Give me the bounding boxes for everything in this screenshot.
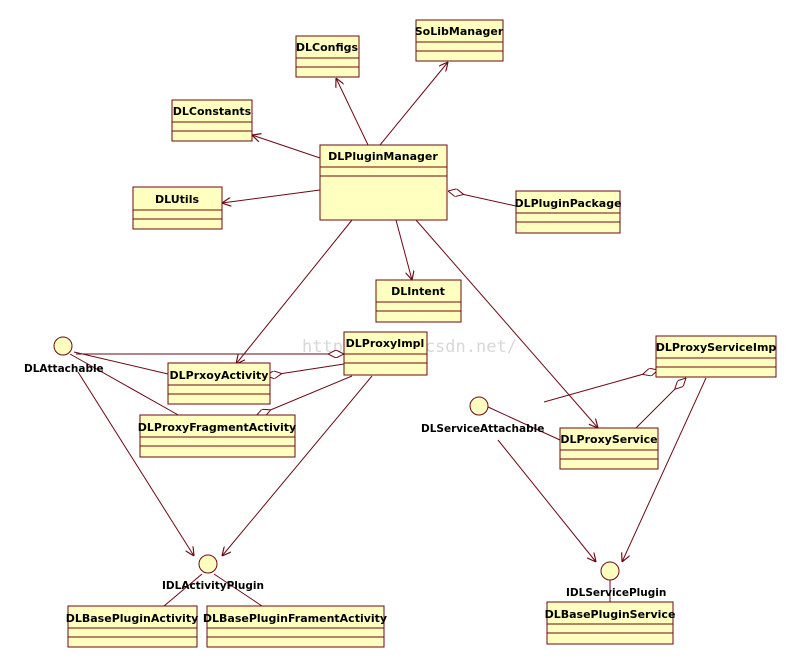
interface-dlattachable-label: DLAttachable	[24, 363, 104, 375]
edge-serviceimp-to-idlserviceplugin	[622, 377, 707, 562]
edge-package-to-manager	[448, 191, 517, 207]
class-dlutils-title: DLUtils	[155, 193, 199, 206]
interface-dlattachable: DLAttachable	[24, 336, 104, 375]
interface-dlserviceattachable-circle	[469, 396, 489, 416]
edge-serviceimp-to-proxyservice-a	[543, 370, 658, 403]
class-dlproxyfragmentactivity: DLProxyFragmentActivity	[138, 414, 296, 458]
class-dlproxyservice: DLProxyService	[559, 427, 659, 470]
edge-manager-to-intent	[395, 219, 412, 280]
edge-idlactivityplugin-to-basepluginactivity	[163, 573, 203, 607]
class-dlprxoyactivity: DLPrxoyActivity	[167, 362, 271, 405]
class-dlbasepluginactivity-title: DLBasePluginActivity	[66, 612, 199, 625]
edge-proxyimpl-to-prxoyactivity	[266, 363, 345, 376]
interface-idlactivityplugin: IDLActivityPlugin	[162, 554, 264, 592]
interface-idlactivityplugin-label: IDLActivityPlugin	[162, 580, 264, 592]
interface-idlserviceplugin-label: IDLServicePlugin	[566, 587, 666, 599]
edge-manager-to-solib	[379, 62, 448, 146]
edge-proxyimpl-to-fragmentactivity	[256, 375, 353, 416]
class-dlpluginpackage-title: DLPluginPackage	[514, 197, 621, 210]
class-dlproxyimpl: DLProxyImpl	[343, 331, 428, 376]
edge-serviceattachable-to-proxyservice	[487, 406, 561, 441]
class-dlbasepluginframentactivity: DLBasePluginFramentActivity	[203, 605, 387, 648]
class-dlproxyfragmentactivity-title: DLProxyFragmentActivity	[138, 421, 296, 434]
class-dlpluginpackage: DLPluginPackage	[514, 190, 622, 234]
edge-attachable-to-idlactivityplugin	[77, 371, 194, 556]
class-dlbasepluginactivity: DLBasePluginActivity	[66, 605, 199, 648]
class-dlpluginmanager-title: DLPluginManager	[328, 150, 438, 163]
edge-manager-to-configs	[336, 78, 369, 146]
class-dlintent-title: DLIntent	[391, 285, 445, 298]
interface-dlserviceattachable: DLServiceAttachable	[421, 396, 544, 435]
edge-proxyimpl-to-idlactivityplugin	[222, 375, 373, 556]
class-dlconfigs: DLConfigs	[295, 35, 360, 78]
class-dlconfigs-title: DLConfigs	[296, 41, 359, 54]
class-dlbasepluginframentactivity-title: DLBasePluginFramentActivity	[203, 612, 387, 625]
interface-dlserviceattachable-label: DLServiceAttachable	[421, 423, 544, 435]
interface-idlserviceplugin-circle	[600, 561, 620, 581]
edge-manager-to-proxyservice	[415, 219, 598, 428]
class-dlbasepluginservice: DLBasePluginService	[545, 601, 676, 645]
class-dlconstants: DLConstants	[171, 99, 253, 142]
class-dlprxoyactivity-title: DLPrxoyActivity	[170, 369, 269, 382]
class-dlproxyservice-title: DLProxyService	[560, 433, 657, 446]
class-dlproxyserviceimp-title: DLProxyServiceImp	[656, 341, 777, 354]
edge-idlactivityplugin-to-basepluginframentactivity	[213, 573, 263, 607]
class-dlintent: DLIntent	[375, 279, 462, 323]
class-dlproxyimpl-title: DLProxyImpl	[346, 337, 425, 350]
class-dlbasepluginservice-title: DLBasePluginService	[545, 608, 676, 621]
edge-serviceimp-to-proxyservice-b	[635, 378, 686, 429]
class-solibmanager: SoLibManager	[415, 19, 504, 62]
edge-attachable-to-fragmentactivity	[69, 353, 181, 417]
class-dlconstants-title: DLConstants	[173, 105, 252, 118]
class-dlutils: DLUtils	[132, 186, 223, 230]
class-solibmanager-title: SoLibManager	[415, 25, 504, 38]
interface-dlattachable-circle	[53, 336, 73, 356]
class-dlpluginmanager: DLPluginManager	[319, 144, 448, 221]
interface-idlactivityplugin-circle	[198, 554, 218, 574]
edge-serviceattachable-to-idlserviceplugin	[497, 439, 596, 562]
class-dlproxyserviceimp: DLProxyServiceImp	[655, 335, 777, 378]
edge-manager-to-prxoyactivity	[236, 219, 353, 364]
edge-manager-to-constants	[252, 135, 321, 159]
interface-idlserviceplugin: IDLServicePlugin	[566, 561, 666, 599]
edge-manager-to-utils	[222, 189, 321, 203]
edge-attachable-to-prxoyactivity	[73, 351, 169, 375]
